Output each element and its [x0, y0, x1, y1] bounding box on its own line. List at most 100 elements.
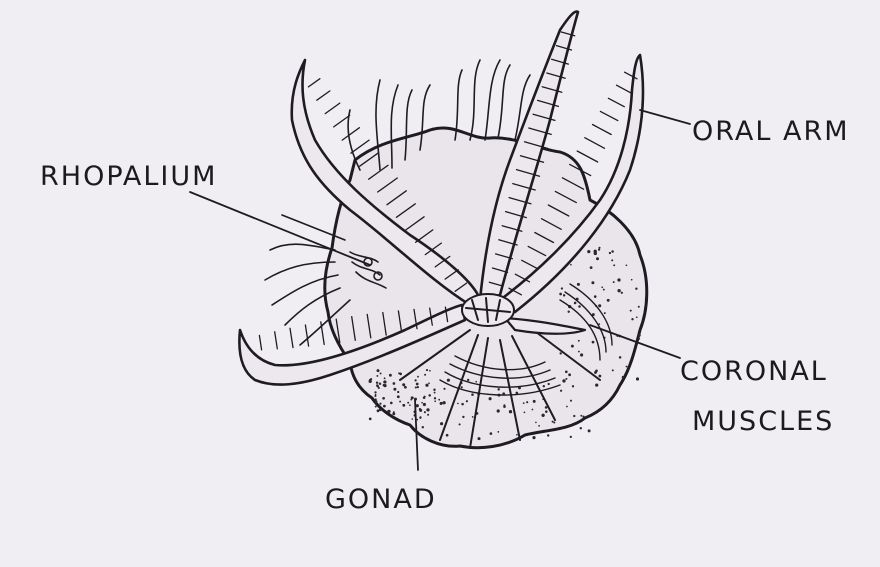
stipple-dot: [422, 426, 424, 428]
label-gonad: GONAD: [325, 484, 437, 515]
stipple-dot: [638, 334, 641, 337]
stipple-dot: [578, 351, 580, 353]
stipple-dot: [404, 386, 407, 389]
stipple-dot: [613, 264, 615, 266]
stipple-dot: [562, 379, 565, 382]
arm-striation: [577, 151, 598, 162]
stipple-dot: [568, 373, 571, 376]
stipple-dot: [443, 388, 445, 390]
stipple-dot: [397, 395, 400, 398]
stipple-dot: [438, 399, 440, 401]
stipple-dot: [603, 289, 605, 291]
arm-striation: [317, 91, 330, 100]
stipple-dot: [561, 287, 563, 289]
stipple-dot: [595, 384, 598, 387]
stipple-dot: [446, 434, 449, 437]
stipple-dot: [582, 416, 584, 418]
central-mouth: [462, 294, 514, 326]
stipple-dot: [423, 396, 426, 399]
stipple-dot: [559, 352, 561, 354]
stipple-dot: [417, 386, 419, 388]
stipple-dot: [604, 312, 606, 314]
stipple-dot: [382, 397, 385, 400]
stipple-dot: [393, 388, 396, 391]
stipple-dot: [541, 414, 544, 417]
stipple-dot: [535, 422, 537, 424]
stipple-dot: [379, 383, 381, 385]
label-rhopalium: RHOPALIUM: [40, 161, 217, 192]
arm-striation: [290, 328, 293, 347]
stipple-dot: [580, 353, 583, 356]
stipple-dot: [613, 281, 615, 283]
stipple-dot: [547, 434, 549, 436]
stipple-dot: [619, 356, 622, 359]
stipple-dot: [609, 252, 611, 254]
stipple-dot: [475, 381, 477, 383]
stipple-dot: [402, 404, 405, 407]
stipple-dot: [577, 283, 580, 286]
stipple-dot: [563, 294, 565, 296]
stipple-dot: [524, 412, 526, 414]
stipple-dot: [570, 264, 572, 266]
stipple-dot: [457, 403, 459, 405]
stipple-dot: [477, 437, 480, 440]
stipple-dot: [516, 434, 518, 436]
stipple-dot: [592, 341, 595, 344]
stipple-dot: [503, 405, 506, 408]
arm-striation: [259, 335, 261, 350]
stipple-dot: [548, 383, 550, 385]
stipple-dot: [407, 402, 409, 404]
stipple-dot: [374, 391, 376, 393]
stipple-dot: [538, 425, 540, 427]
stipple-dot: [390, 402, 393, 405]
arm-striation: [585, 138, 605, 149]
stipple-dot: [626, 366, 628, 368]
stipple-dot: [626, 264, 628, 266]
stipple-dot: [374, 400, 377, 403]
stipple-dot: [425, 384, 428, 387]
stipple-dot: [416, 383, 419, 386]
oral-arm-leader: [640, 110, 690, 124]
stipple-dot: [611, 250, 614, 253]
stipple-dot: [631, 279, 633, 281]
stipple-dot: [419, 417, 421, 419]
stipple-dot: [607, 299, 610, 302]
stipple-dot: [428, 394, 431, 397]
stipple-dot: [572, 385, 574, 387]
stipple-dot: [617, 278, 620, 281]
stipple-dot: [392, 412, 395, 415]
stipple-dot: [447, 379, 450, 382]
stipple-dot: [622, 376, 625, 379]
stipple-dot: [573, 415, 575, 417]
stipple-dot: [621, 292, 623, 294]
stipple-dot: [387, 410, 390, 413]
stipple-dot: [594, 295, 597, 298]
stipple-dot: [570, 400, 572, 402]
stipple-dot: [565, 378, 567, 380]
label-coronal: CORONAL: [680, 356, 828, 387]
stipple-dot: [543, 385, 545, 387]
stipple-dot: [417, 376, 419, 378]
stipple-dot: [393, 382, 396, 385]
stipple-dot: [423, 403, 426, 406]
stipple-dot: [552, 421, 554, 423]
stipple-dot: [578, 340, 580, 342]
stipple-dot: [421, 402, 423, 404]
stipple-dot: [399, 401, 401, 403]
stipple-dot: [466, 400, 468, 402]
stipple-dot: [376, 375, 378, 377]
stipple-dot: [497, 409, 500, 412]
stipple-dot: [434, 392, 436, 394]
stipple-dot: [461, 386, 463, 388]
arm-striation: [325, 103, 340, 114]
stipple-dot: [369, 418, 372, 421]
stipple-dot: [462, 416, 464, 418]
arm-striation: [600, 111, 617, 120]
stipple-dot: [532, 409, 534, 411]
stipple-dot: [461, 403, 464, 406]
stipple-dot: [490, 432, 493, 435]
stipple-dot: [414, 379, 416, 381]
stipple-dot: [402, 383, 405, 386]
